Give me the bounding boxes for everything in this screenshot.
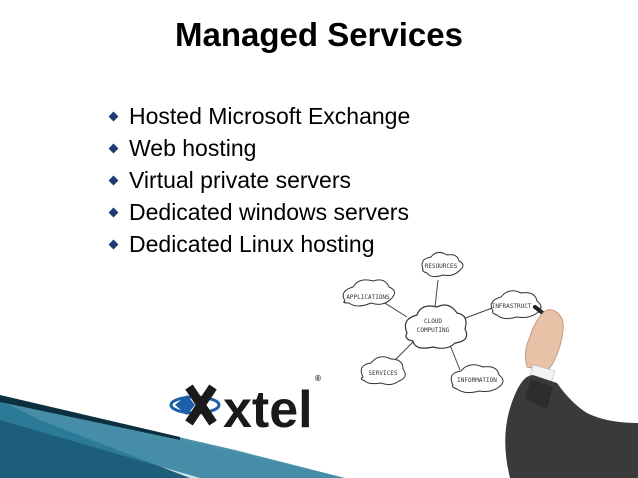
swoosh-icon (169, 384, 221, 426)
logo-wordmark: xtel (223, 381, 313, 437)
bullet-item: Web hosting (108, 132, 410, 164)
bullet-text: Web hosting (129, 135, 257, 161)
diamond-bullet-icon (108, 143, 119, 153)
bullet-item: Dedicated Linux hosting (108, 228, 410, 260)
diamond-bullet-icon (108, 111, 119, 121)
cloud-center-label-2: COMPUTING (417, 327, 450, 334)
infrastructure-label: INFRASTRUCT... (492, 303, 543, 310)
hand-with-marker-icon (505, 305, 638, 478)
bullet-item: Virtual private servers (108, 164, 410, 196)
diamond-bullet-icon (108, 239, 119, 249)
services-cloud: SERVICES (360, 356, 406, 386)
bullet-item: Hosted Microsoft Exchange (108, 100, 410, 132)
bullet-item: Dedicated windows servers (108, 196, 410, 228)
resources-label: RESOURCES (425, 263, 458, 270)
bullet-text: Hosted Microsoft Exchange (129, 103, 411, 129)
services-label: SERVICES (369, 370, 398, 377)
information-cloud: INFORMATION (450, 364, 504, 394)
bullet-list: Hosted Microsoft Exchange Web hosting Vi… (108, 100, 410, 260)
bullet-text: Dedicated windows servers (129, 199, 409, 225)
cloud-center-label-1: CLOUD (424, 318, 442, 325)
xtel-logo: xtel ® (169, 374, 321, 437)
diamond-bullet-icon (108, 175, 119, 185)
applications-cloud: APPLICATIONS (342, 279, 395, 307)
registered-mark: ® (315, 374, 321, 383)
diamond-bullet-icon (108, 207, 119, 217)
applications-label: APPLICATIONS (346, 294, 390, 301)
resources-cloud: RESOURCES (421, 251, 464, 278)
information-label: INFORMATION (457, 377, 497, 384)
bullet-text: Virtual private servers (129, 167, 351, 193)
infrastructure-cloud: INFRASTRUCT... (490, 290, 543, 320)
cloud-computing-cloud: CLOUD COMPUTING (404, 304, 468, 349)
bullet-text: Dedicated Linux hosting (129, 231, 375, 257)
cloud-computing-illustration: CLOUD COMPUTING RESOURCES APPLICATIONS I… (342, 251, 638, 478)
slide-title: Managed Services (175, 16, 463, 53)
